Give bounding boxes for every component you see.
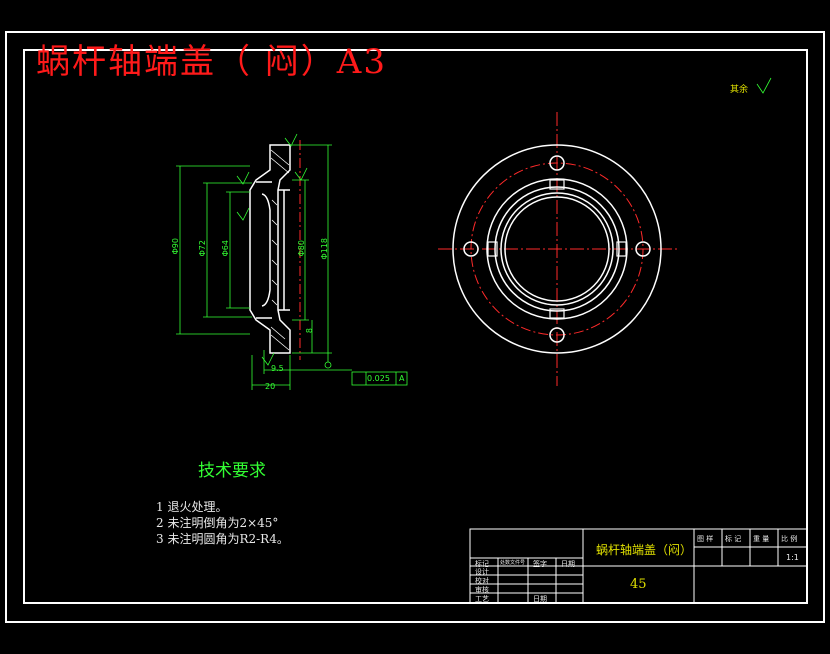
title-block [469,528,808,604]
tb-header-drawing: 图 样 [697,535,714,543]
dim-width-20: 20 [265,382,276,391]
tb-role-review: 审核 [475,586,489,594]
section-hatch [270,149,290,351]
tech-requirements-heading: 技术要求 [198,461,266,481]
drawing-title: 蜗杆轴端盖（ 闷）A3 [36,42,387,82]
section-dim-lines [176,144,408,390]
part-name: 蜗杆轴端盖（闷） [596,543,693,557]
dim-8: 8 [305,328,314,334]
requirement-3: 3 未注明圆角为R2-R4。 [156,532,289,546]
tb-role-design: 设计 [475,568,489,576]
dim-phi90: Φ90 [171,238,180,255]
requirement-1: 1 退火处理。 [156,500,228,514]
runout-tolerance-value: 0.025 [367,374,390,383]
dim-phi118: Φ118 [320,238,329,260]
datum-reference: A [399,374,405,383]
tb-row-mark: 标记 [475,560,489,568]
tb-header-scale: 比 例 [781,535,798,543]
section-outline [249,144,291,354]
outer-frame [5,31,825,623]
dim-phi72: Φ72 [198,240,207,257]
dim-phi64: Φ64 [221,240,230,257]
front-view [438,112,678,386]
tb-row-sign: 签字 [533,560,547,568]
tb-role-process: 工艺 [475,595,489,603]
roughness-marks [236,77,772,366]
inner-frame [23,49,808,604]
material: 45 [630,577,647,592]
dim-phi80: Φ80 [297,240,306,257]
scale-value: 1:1 [786,553,799,562]
tb-row-docno: 处数文件号 [500,560,526,566]
section-view [249,144,291,354]
tb-role-check: 校对 [475,577,489,585]
requirement-2: 2 未注明倒角为2×45° [156,516,279,530]
tb-header-mark: 标 记 [725,535,742,543]
tb-header-weight: 重 量 [753,535,770,543]
dim-9-5: 9.5 [271,364,284,373]
general-roughness-label: 其余 [730,85,749,95]
tb-row-date: 日期 [561,560,575,568]
tb-date-label: 日期 [533,595,547,603]
